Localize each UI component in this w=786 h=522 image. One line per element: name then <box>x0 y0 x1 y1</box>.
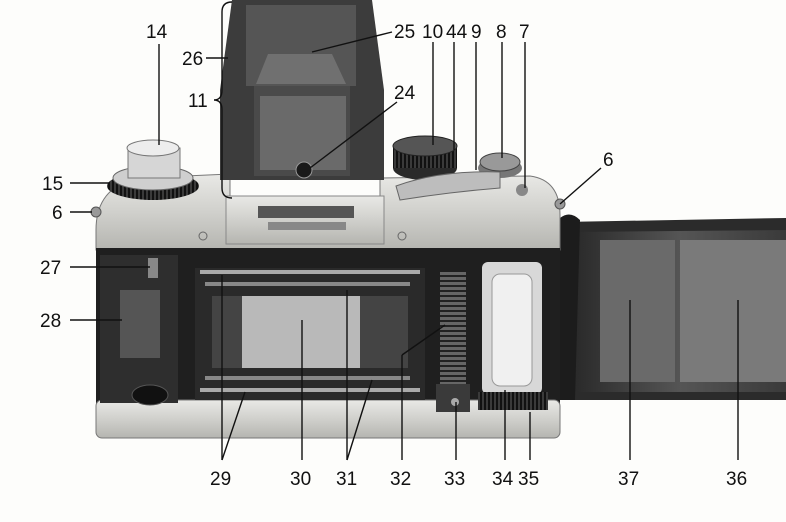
film-rail-lower <box>200 388 420 392</box>
callout-25: 25 <box>394 22 415 43</box>
callout-31: 31 <box>336 469 357 490</box>
callout-36: 36 <box>726 469 747 490</box>
callout-6-right: 6 <box>603 150 614 171</box>
pressure-plate-left <box>600 240 675 382</box>
callout-30: 30 <box>290 469 311 490</box>
callout-32: 32 <box>390 469 411 490</box>
callout-28: 28 <box>40 311 61 332</box>
callout-9: 9 <box>471 22 482 43</box>
callout-7: 7 <box>519 22 530 43</box>
callout-34: 34 <box>492 469 514 490</box>
callout-11: 11 <box>188 91 208 112</box>
callout-44: 44 <box>446 22 468 43</box>
callout-15: 15 <box>42 174 63 195</box>
callout-8: 8 <box>496 22 507 43</box>
viewfinder <box>220 0 384 244</box>
film-cassette-chamber <box>120 290 160 358</box>
body-interior <box>96 248 560 438</box>
callout-27: 27 <box>40 258 61 279</box>
callout-14: 14 <box>146 22 168 43</box>
callout-33: 33 <box>444 469 465 490</box>
callout-26: 26 <box>182 49 203 70</box>
callout-29: 29 <box>210 469 231 490</box>
pressure-plate <box>680 240 786 382</box>
callout-24: 24 <box>394 83 416 104</box>
sprocket-drum <box>440 272 466 384</box>
back-door <box>560 214 786 400</box>
film-rail-upper <box>200 270 420 274</box>
callout-6-left: 6 <box>52 203 63 224</box>
callout-10: 10 <box>422 22 443 43</box>
leader-6-right <box>560 168 601 204</box>
rewind-knob <box>107 140 199 200</box>
callout-37: 37 <box>618 469 639 490</box>
shutter-curtain <box>242 296 360 368</box>
rewind-fork <box>148 258 158 278</box>
callout-35: 35 <box>518 469 539 490</box>
